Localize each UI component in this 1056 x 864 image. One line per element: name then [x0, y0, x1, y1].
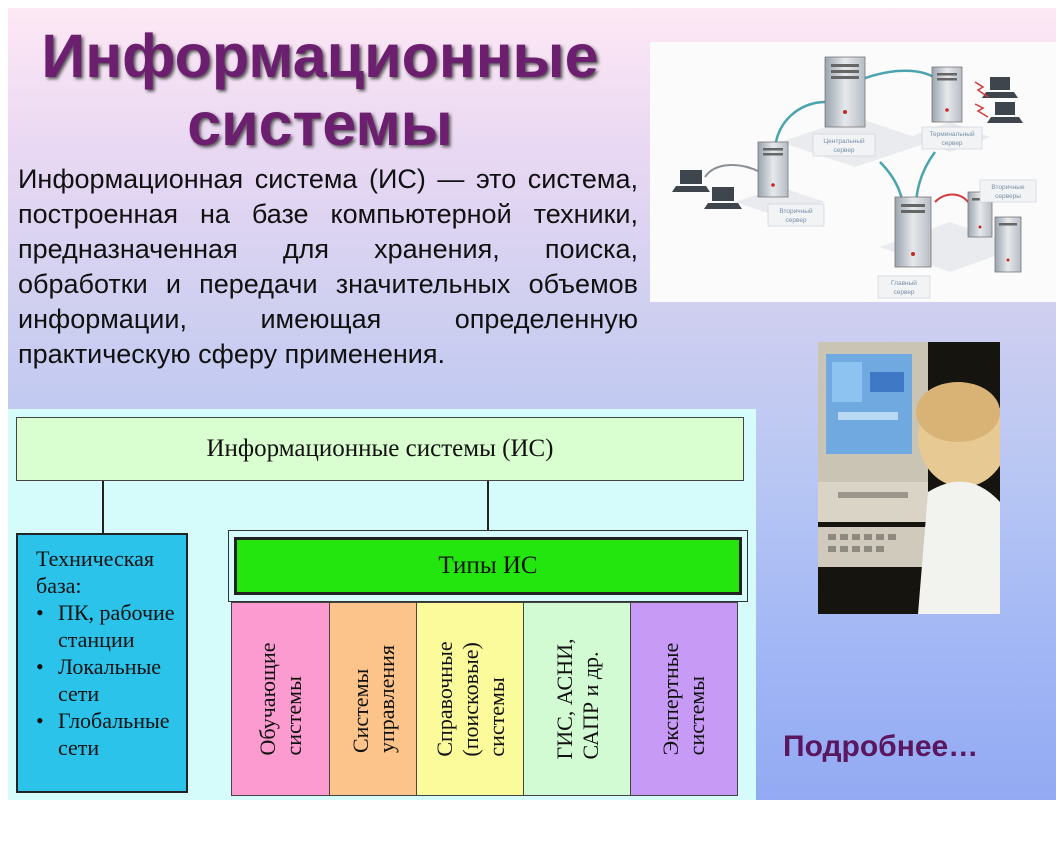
- more-details-link[interactable]: Подробнее…: [783, 730, 979, 763]
- terminal-server-label-1: Терминальный: [929, 130, 975, 138]
- title-line-1: Информационные: [41, 22, 599, 90]
- type-label-training: Обучающие системы: [255, 642, 306, 756]
- type-box-gis: ГИС, АСНИ, САПР и др.: [523, 602, 632, 796]
- secondary-server-label-2: сервер: [785, 217, 806, 224]
- central-server-label-2: сервер: [833, 147, 854, 154]
- tech-base-box: Техническая база: ПК, рабочие станции Ло…: [16, 533, 188, 793]
- type-label-reference: Справочные (поисковые) системы: [431, 641, 509, 757]
- type-box-training: Обучающие системы: [231, 602, 331, 796]
- network-diagram-illustration: Центральный сервер Терминальный сервер В…: [672, 56, 1037, 299]
- network-diagram-image: Центральный сервер Терминальный сервер В…: [650, 42, 1056, 302]
- type-label-gis: ГИС, АСНИ, САПР и др.: [551, 638, 603, 760]
- central-server-label-1: Центральный: [823, 137, 865, 145]
- page-title: Информационные системы: [0, 22, 640, 158]
- tech-base-heading: Техническая база:: [36, 546, 155, 598]
- definition-text: Информационная система (ИС) — это систем…: [18, 164, 638, 369]
- child-computer-photo: [818, 342, 1000, 614]
- tech-base-item: Глобальные сети: [36, 707, 186, 761]
- child-computer-illustration: [818, 342, 1000, 614]
- tech-base-item: ПК, рабочие станции: [36, 599, 186, 653]
- tech-base-item: Локальные сети: [36, 653, 186, 707]
- tech-base-list: ПК, рабочие станции Локальные сети Глоба…: [36, 599, 186, 761]
- terminal-server-label-2: сервер: [941, 140, 962, 147]
- secondary-servers-label-1: Вторичные: [991, 184, 1025, 191]
- secondary-servers-label-2: серверы: [995, 193, 1021, 200]
- main-server-label-1: Главный: [891, 279, 917, 287]
- chart-root-box: Информационные системы (ИС): [16, 417, 744, 481]
- type-box-expert: Экспертные системы: [630, 602, 738, 796]
- type-label-management: Системы управления: [347, 644, 399, 754]
- secondary-server-label-1: Вторичный: [779, 207, 813, 215]
- type-box-management: Системы управления: [329, 602, 418, 796]
- type-label-expert: Экспертные системы: [658, 642, 709, 756]
- main-server-label-2: сервер: [893, 289, 914, 296]
- connector-line-right: [487, 481, 489, 530]
- connector-line-left: [102, 481, 104, 533]
- title-line-2: системы: [187, 90, 453, 158]
- types-header-box: Типы ИС: [234, 537, 742, 595]
- type-box-reference: Справочные (поисковые) системы: [416, 602, 525, 796]
